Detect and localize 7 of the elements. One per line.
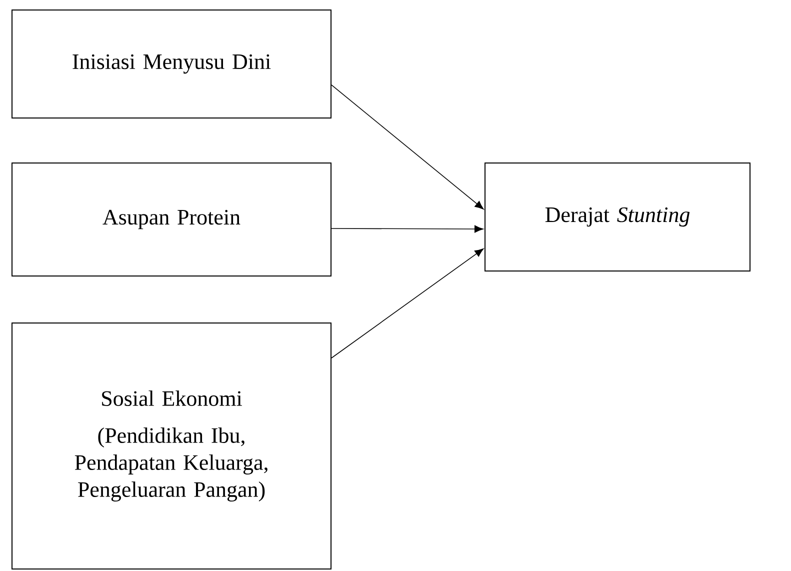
arrow (331, 84, 484, 210)
arrow (331, 248, 484, 358)
arrow (331, 225, 484, 233)
text-box: Derajat Stunting (484, 162, 750, 272)
text-box: Inisiasi Menyusu Dini (12, 10, 332, 118)
text-box: Sosial Ekonomi (Pendidikan Ibu, Pendapatan Keluarga, Pengeluaran Pangan) (12, 322, 332, 570)
text-box: Asupan Protein (12, 162, 332, 276)
